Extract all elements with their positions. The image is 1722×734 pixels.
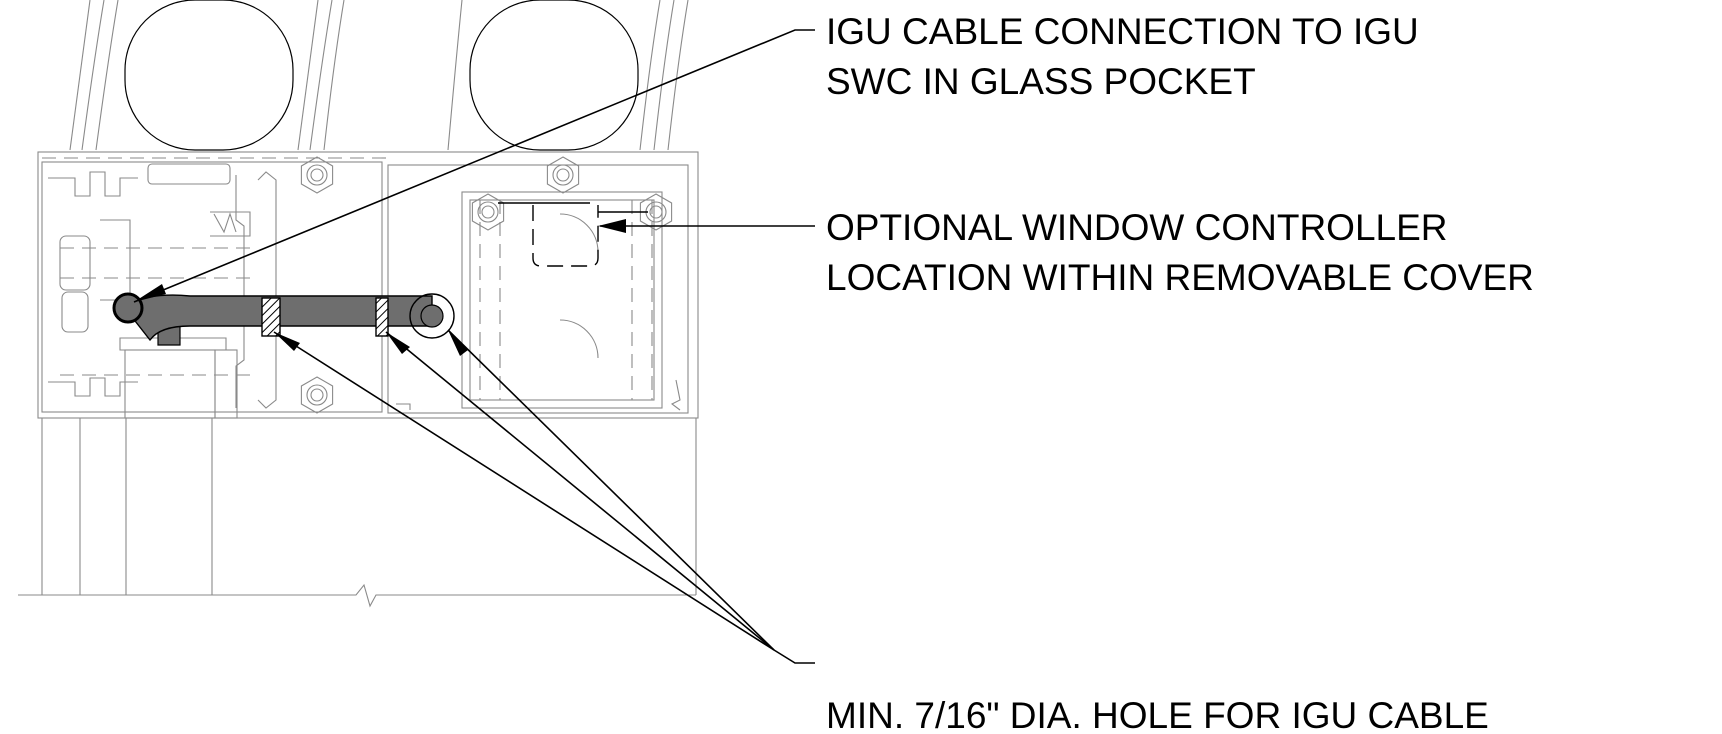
lower-frame <box>18 418 697 608</box>
cable-end-connector <box>112 292 144 324</box>
callout-window-controller-line1: OPTIONAL WINDOW CONTROLLER <box>826 207 1448 248</box>
igu-cable <box>112 292 455 346</box>
glass-pane-right <box>469 0 639 151</box>
leader-cable-hole-1 <box>273 331 815 664</box>
break-line <box>18 583 696 608</box>
frame-section <box>37 151 699 419</box>
glass-panes <box>69 0 689 151</box>
leaders <box>133 29 815 664</box>
callout-igu-connection-line2: SWC IN GLASS POCKET <box>826 61 1256 102</box>
hex-nut-2 <box>300 376 334 414</box>
cable-hole-hatch-1 <box>261 297 281 337</box>
callout-igu-connection-line1: IGU CABLE CONNECTION TO IGU <box>826 11 1419 52</box>
callout-cable-hole-line1: MIN. 7/16" DIA. HOLE FOR IGU CABLE <box>826 695 1489 734</box>
leader-cable-hole-3 <box>447 329 775 651</box>
cable-end-cap <box>420 304 444 328</box>
cable-hole-hatch-2 <box>375 297 389 337</box>
hex-nut-4 <box>471 193 505 231</box>
anchor-bolts <box>300 156 673 414</box>
cable-hole-circle <box>409 293 455 339</box>
glass-pane-left <box>124 0 294 151</box>
hex-nut-1 <box>300 156 334 194</box>
window-controller-box <box>498 202 648 267</box>
callout-window-controller-line2: LOCATION WITHIN REMOVABLE COVER <box>826 257 1534 298</box>
leader-igu-connection <box>133 29 815 303</box>
callout-labels: IGU CABLE CONNECTION TO IGU SWC IN GLASS… <box>826 11 1534 734</box>
leader-cable-hole-2 <box>385 331 775 651</box>
hex-nut-3 <box>546 156 580 194</box>
